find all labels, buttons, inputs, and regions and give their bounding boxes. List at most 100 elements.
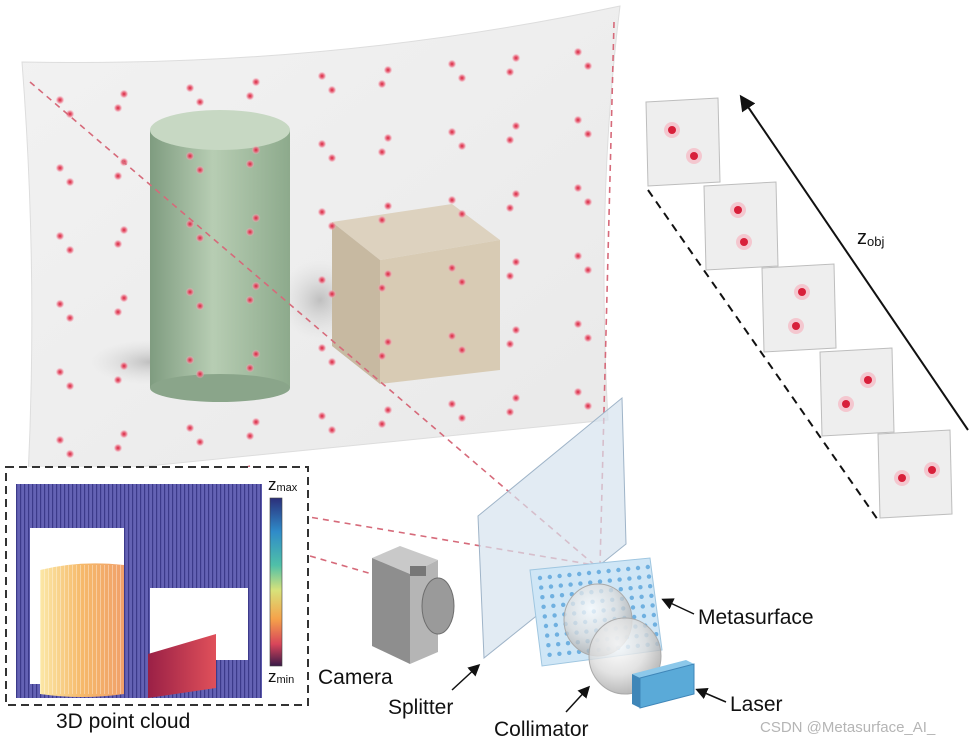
- projected-dot: [251, 145, 261, 155]
- projected-dot: [55, 367, 65, 377]
- metasurface-element: [547, 652, 552, 657]
- projected-dot: [251, 349, 261, 359]
- projected-dot: [383, 269, 393, 279]
- metasurface-element: [557, 651, 562, 656]
- projected-dot: [251, 281, 261, 291]
- metasurface-element: [552, 613, 557, 618]
- metasurface-element: [554, 632, 560, 637]
- projected-dot: [327, 425, 337, 435]
- projected-dot: [245, 91, 255, 101]
- cylinder-object: [150, 110, 290, 402]
- projected-dot: [113, 307, 123, 317]
- projected-dot: [573, 115, 583, 125]
- colorbar-min-label: zmin: [268, 667, 294, 686]
- projected-dot: [457, 209, 467, 219]
- beam-splitter: [477, 396, 627, 660]
- z-obj-arrow: [739, 94, 969, 431]
- projected-dot: [317, 207, 327, 217]
- projected-dot: [573, 251, 583, 261]
- metasurface-element: [626, 566, 631, 572]
- metasurface-element: [546, 643, 551, 648]
- projected-dot: [573, 183, 583, 193]
- projected-dot: [583, 197, 593, 207]
- projected-dot: [583, 333, 593, 343]
- metasurface-element: [639, 594, 644, 599]
- slice-dot-core: [928, 466, 936, 474]
- projected-dot: [327, 85, 337, 95]
- projected-dot: [447, 331, 457, 341]
- depth-colorbar: [269, 497, 283, 667]
- slice-dot-core: [690, 152, 698, 160]
- slice-dot-core: [740, 238, 748, 246]
- projected-dot: [65, 449, 75, 459]
- projected-dot: [511, 53, 521, 63]
- laser-label: Laser: [730, 693, 783, 716]
- projected-dot: [65, 313, 75, 323]
- projected-dot: [245, 295, 255, 305]
- metasurface-element: [548, 584, 554, 589]
- projected-dot: [119, 361, 129, 371]
- metasurface-element: [547, 574, 552, 580]
- watermark: CSDN @Metasurface_AI_: [760, 719, 936, 736]
- metasurface-element: [557, 573, 562, 579]
- metasurface-element: [649, 593, 654, 598]
- projected-dot: [457, 277, 467, 287]
- projected-dot: [511, 257, 521, 267]
- camera-label: Camera: [318, 666, 393, 689]
- projected-dot: [327, 221, 337, 231]
- metasurface-element: [578, 581, 583, 586]
- projected-dot: [245, 227, 255, 237]
- metasurface-element: [617, 577, 622, 582]
- metasurface-element: [596, 569, 601, 575]
- projected-dot: [55, 95, 65, 105]
- point-cloud-inset: zmax zmin: [5, 466, 309, 706]
- projected-dot: [583, 401, 593, 411]
- metasurface-element: [550, 594, 555, 599]
- metasurface-element: [635, 565, 641, 571]
- projected-dot: [327, 289, 337, 299]
- projected-dot: [185, 287, 195, 297]
- metasurface-element: [627, 576, 632, 581]
- metasurface-element: [541, 604, 546, 609]
- metasurface-element: [630, 605, 636, 610]
- collimator-label: Collimator: [494, 718, 589, 741]
- projected-dot: [327, 153, 337, 163]
- splitter-pointer: [451, 663, 481, 691]
- projected-dot: [583, 129, 593, 139]
- projected-dot: [317, 275, 327, 285]
- metasurface-element: [559, 593, 565, 598]
- projected-dot: [447, 59, 457, 69]
- projected-dot: [251, 213, 261, 223]
- projected-dot: [113, 171, 123, 181]
- projected-dot: [65, 245, 75, 255]
- projected-dot: [383, 65, 393, 75]
- projected-dot: [185, 355, 195, 365]
- projected-dot: [573, 387, 583, 397]
- metasurface-element: [628, 586, 633, 591]
- depth-slice-stack: [645, 97, 953, 519]
- metasurface-element: [637, 575, 642, 580]
- projected-dot: [119, 89, 129, 99]
- projected-dot: [65, 109, 75, 119]
- metasurface-element: [638, 585, 643, 590]
- projected-dot: [457, 73, 467, 83]
- collimator-pointer: [565, 685, 591, 713]
- projected-dot: [377, 215, 387, 225]
- projected-dot: [377, 351, 387, 361]
- metasurface-element: [646, 574, 652, 579]
- projected-dot: [505, 67, 515, 77]
- projected-dot: [195, 165, 205, 175]
- metasurface-element: [651, 612, 656, 618]
- projected-dot: [447, 263, 457, 273]
- projected-dot: [383, 201, 393, 211]
- point-cloud-cube: [148, 634, 216, 698]
- projected-dot: [511, 325, 521, 335]
- metasurface-element: [542, 614, 547, 619]
- metasurface-element: [537, 575, 543, 581]
- metasurface-element: [540, 595, 545, 600]
- projected-dot: [573, 47, 583, 57]
- projected-dot: [251, 77, 261, 87]
- projected-dot: [195, 301, 205, 311]
- projected-dot: [505, 407, 515, 417]
